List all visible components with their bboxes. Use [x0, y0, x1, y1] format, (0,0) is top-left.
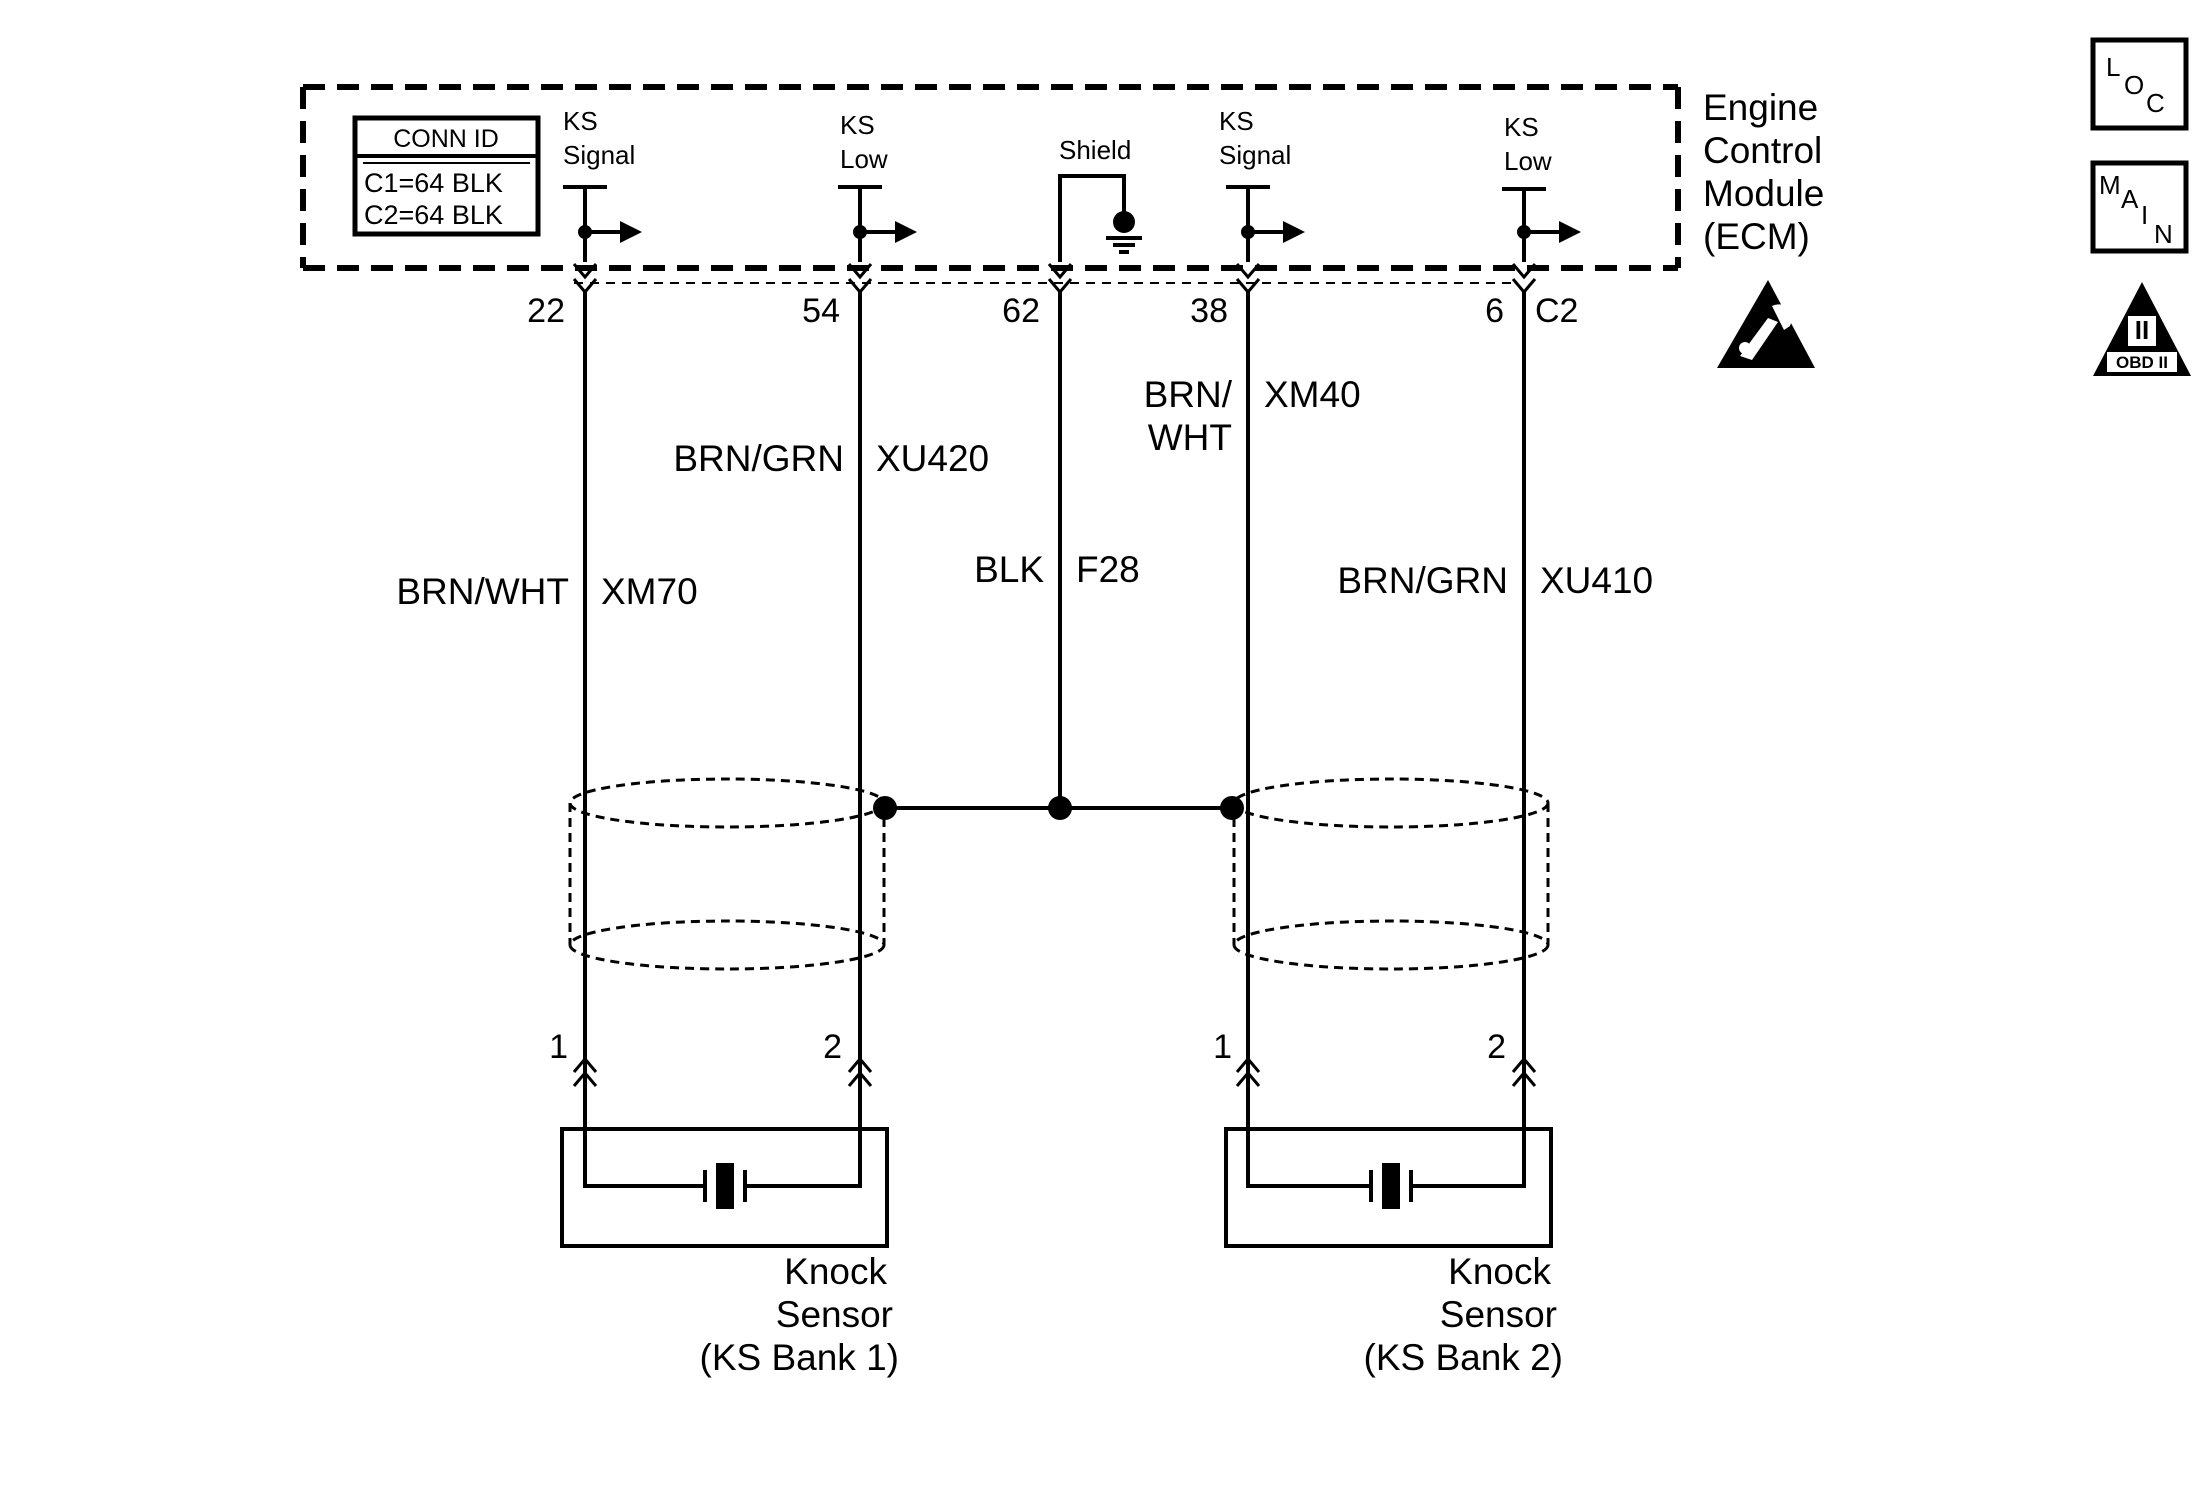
- ecm-label-line-1: Engine: [1703, 87, 1818, 128]
- sensor-pin-numbers: 1 2 1 2: [549, 1028, 1506, 1066]
- terminal-label-signal: Signal: [563, 140, 635, 170]
- terminal-label-low: Low: [840, 144, 888, 174]
- knock-sensor-bank1: Knock Sensor (KS Bank 1): [560, 1086, 899, 1378]
- connector-id-header: CONN ID: [393, 125, 499, 153]
- pin-number: 38: [1190, 292, 1228, 330]
- knock-sensor-label-line-3: (KS Bank 2): [1364, 1337, 1563, 1378]
- circuit-label: F28: [1076, 549, 1140, 590]
- circuit-label: XU420: [876, 438, 989, 479]
- wire-labels: BRN/WHT XM70 BRN/GRN XU420 BLK F28 BRN/ …: [396, 374, 1653, 612]
- obd-ii-label: OBD II: [2116, 353, 2168, 372]
- wire-color-label: BRN/WHT: [396, 571, 569, 612]
- main-icon[interactable]: M A I N: [2090, 160, 2189, 254]
- loc-icon-letter: O: [2124, 70, 2144, 100]
- pin-number: 54: [802, 292, 840, 330]
- shield-splices: [873, 796, 1244, 820]
- pin-number: 62: [1002, 292, 1040, 330]
- obd-ii-numeral: II: [2135, 315, 2149, 345]
- obd-ii-icon[interactable]: II OBD II: [2093, 282, 2191, 376]
- knock-sensor-bank2: Knock Sensor (KS Bank 2): [1224, 1086, 1563, 1378]
- terminal-labels: KS Signal KS Low Shield KS Signal KS Low: [563, 106, 1552, 176]
- main-icon-letter: A: [2121, 184, 2139, 214]
- terminal-label-ks: KS: [1504, 112, 1539, 142]
- sensor-pin-number: 2: [1487, 1028, 1506, 1066]
- shielded-cable-bank2: [1232, 777, 1550, 971]
- ecm-label-line-3: Module: [1703, 173, 1824, 214]
- terminal-label-ks: KS: [1219, 106, 1254, 136]
- sensor-pin-number: 2: [823, 1028, 842, 1066]
- terminal-label-shield: Shield: [1059, 135, 1131, 165]
- shielded-cable-bank1: [568, 777, 886, 971]
- terminal-label-low: Low: [1504, 146, 1552, 176]
- sensor-connector-pins: [572, 1056, 1537, 1087]
- knock-sensor-label-line-2: Sensor: [1440, 1294, 1557, 1335]
- wire-color-label: BLK: [974, 549, 1044, 590]
- loc-icon-letter: C: [2146, 88, 2165, 118]
- main-icon-letter: N: [2154, 219, 2173, 249]
- wire-color-label: BRN/: [1144, 374, 1233, 415]
- connector-id-c2: C2: [1535, 292, 1578, 330]
- ecm-label-line-4: (ECM): [1703, 216, 1810, 257]
- knock-sensor-label-line-1: Knock: [1448, 1251, 1551, 1292]
- ecm-module-boundary: [300, 84, 1681, 271]
- wires: [583, 292, 1526, 1186]
- circuit-label: XM40: [1264, 374, 1361, 415]
- wire-color-label: WHT: [1148, 417, 1232, 458]
- ecm-pin-numbers: 22 54 62 38 6 C2: [527, 292, 1578, 330]
- ecm-label-line-2: Control: [1703, 130, 1822, 171]
- esd-warning-icon: [1717, 280, 1815, 368]
- terminal-label-ks: KS: [840, 110, 875, 140]
- terminal-label-ks: KS: [563, 106, 598, 136]
- pin-number: 6: [1485, 292, 1504, 330]
- knock-sensor-label-line-2: Sensor: [776, 1294, 893, 1335]
- loc-icon-letter: L: [2106, 52, 2120, 82]
- main-icon-letter: M: [2099, 170, 2121, 200]
- circuit-label: XU410: [1540, 560, 1653, 601]
- terminal-symbols: [563, 174, 1581, 262]
- loc-icon[interactable]: L O C: [2090, 37, 2189, 131]
- terminal-label-signal: Signal: [1219, 140, 1291, 170]
- pin-number: 22: [527, 292, 565, 330]
- knock-sensor-label-line-1: Knock: [784, 1251, 887, 1292]
- sensor-pin-number: 1: [1213, 1028, 1232, 1066]
- connector-id-box: CONN ID C1=64 BLK C2=64 BLK: [352, 115, 541, 237]
- sensor-pin-number: 1: [549, 1028, 568, 1066]
- ecm-label: Engine Control Module (ECM): [1703, 87, 1824, 257]
- knock-sensor-label-line-3: (KS Bank 1): [700, 1337, 899, 1378]
- circuit-label: XM70: [601, 571, 698, 612]
- connector-id-line-1: C1=64 BLK: [364, 168, 503, 198]
- main-icon-letter: I: [2141, 200, 2148, 230]
- wire-color-label: BRN/GRN: [673, 438, 844, 479]
- wire-color-label: BRN/GRN: [1337, 560, 1508, 601]
- connector-id-line-2: C2=64 BLK: [364, 200, 503, 230]
